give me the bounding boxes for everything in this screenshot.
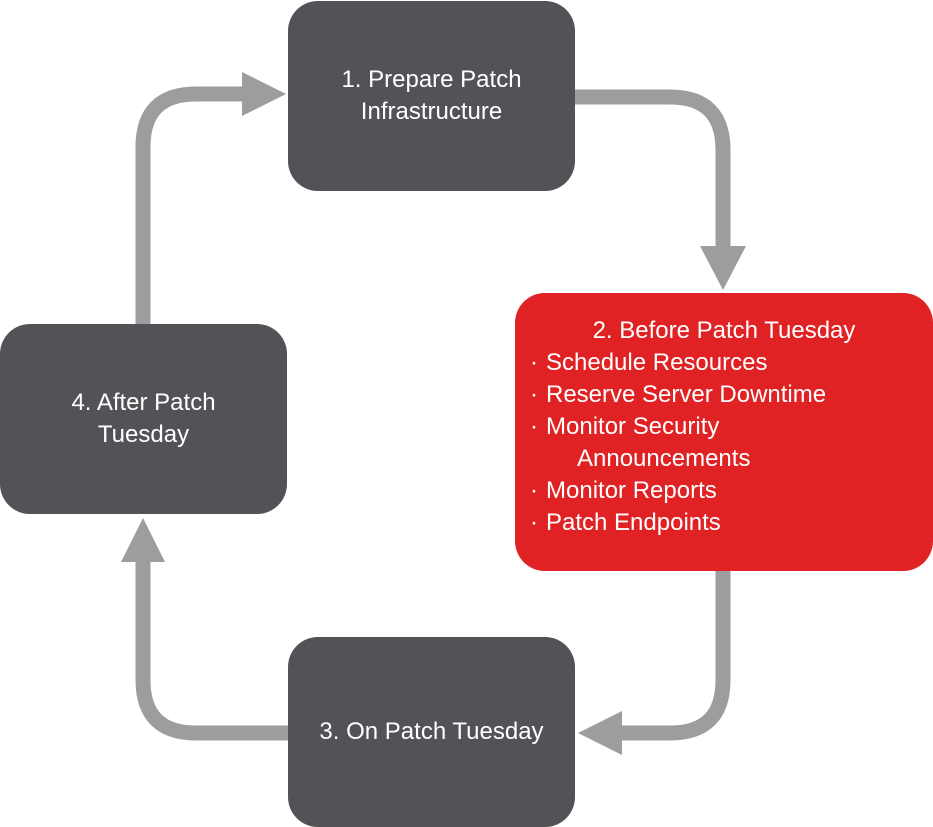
step-4-label-line-2: Tuesday [97, 421, 190, 448]
arrowhead-to-step2 [700, 246, 746, 290]
step-3-label-line-1: 3. On Patch Tuesday [319, 718, 544, 745]
arrowhead-to-step3 [578, 711, 622, 755]
bullet-icon: · [530, 477, 538, 504]
step-1-label-line-2: Infrastructure [360, 98, 503, 125]
step-1-box: 1. Prepare Patch Infrastructure [288, 1, 575, 191]
connector-step4-to-step1 [135, 86, 245, 324]
task-item: · Reserve Server Downtime [520, 379, 933, 411]
connector-step3-to-step4 [135, 560, 288, 741]
task-item: · Monitor Reports [520, 475, 933, 507]
task-text: Schedule Resources [546, 349, 768, 376]
task-item: · Patch Endpoints [520, 507, 933, 539]
task-item: · Schedule Resources [520, 347, 933, 379]
task-item: · Monitor Security Announcements [520, 411, 933, 475]
step-1-label-line-1: 1. Prepare Patch [341, 66, 522, 93]
step-4-label-line-1: 4. After Patch [71, 389, 216, 416]
bullet-icon: · [530, 349, 538, 376]
bullet-icon: · [530, 413, 538, 440]
arrowhead-to-step1 [242, 72, 286, 116]
step-2-title: 2. Before Patch Tuesday [592, 317, 856, 344]
task-text: Patch Endpoints [546, 509, 721, 536]
arrowhead-to-step4 [121, 518, 165, 562]
connector-step1-to-step2 [575, 89, 731, 250]
task-text: Monitor Reports [546, 477, 717, 504]
step-3-box: 3. On Patch Tuesday [288, 637, 575, 827]
bullet-icon: · [530, 509, 538, 536]
connector-step2-to-step3 [620, 571, 731, 741]
step-4-box: 4. After Patch Tuesday [0, 324, 287, 514]
task-text-continuation: Announcements [577, 445, 751, 472]
bullet-icon: · [530, 381, 538, 408]
step-2-task-list: · Schedule Resources · Reserve Server Do… [520, 347, 933, 539]
task-text: Reserve Server Downtime [546, 381, 827, 408]
step-2-box: 2. Before Patch Tuesday · Schedule Resou… [515, 293, 933, 571]
task-text: Monitor Security [546, 413, 720, 440]
